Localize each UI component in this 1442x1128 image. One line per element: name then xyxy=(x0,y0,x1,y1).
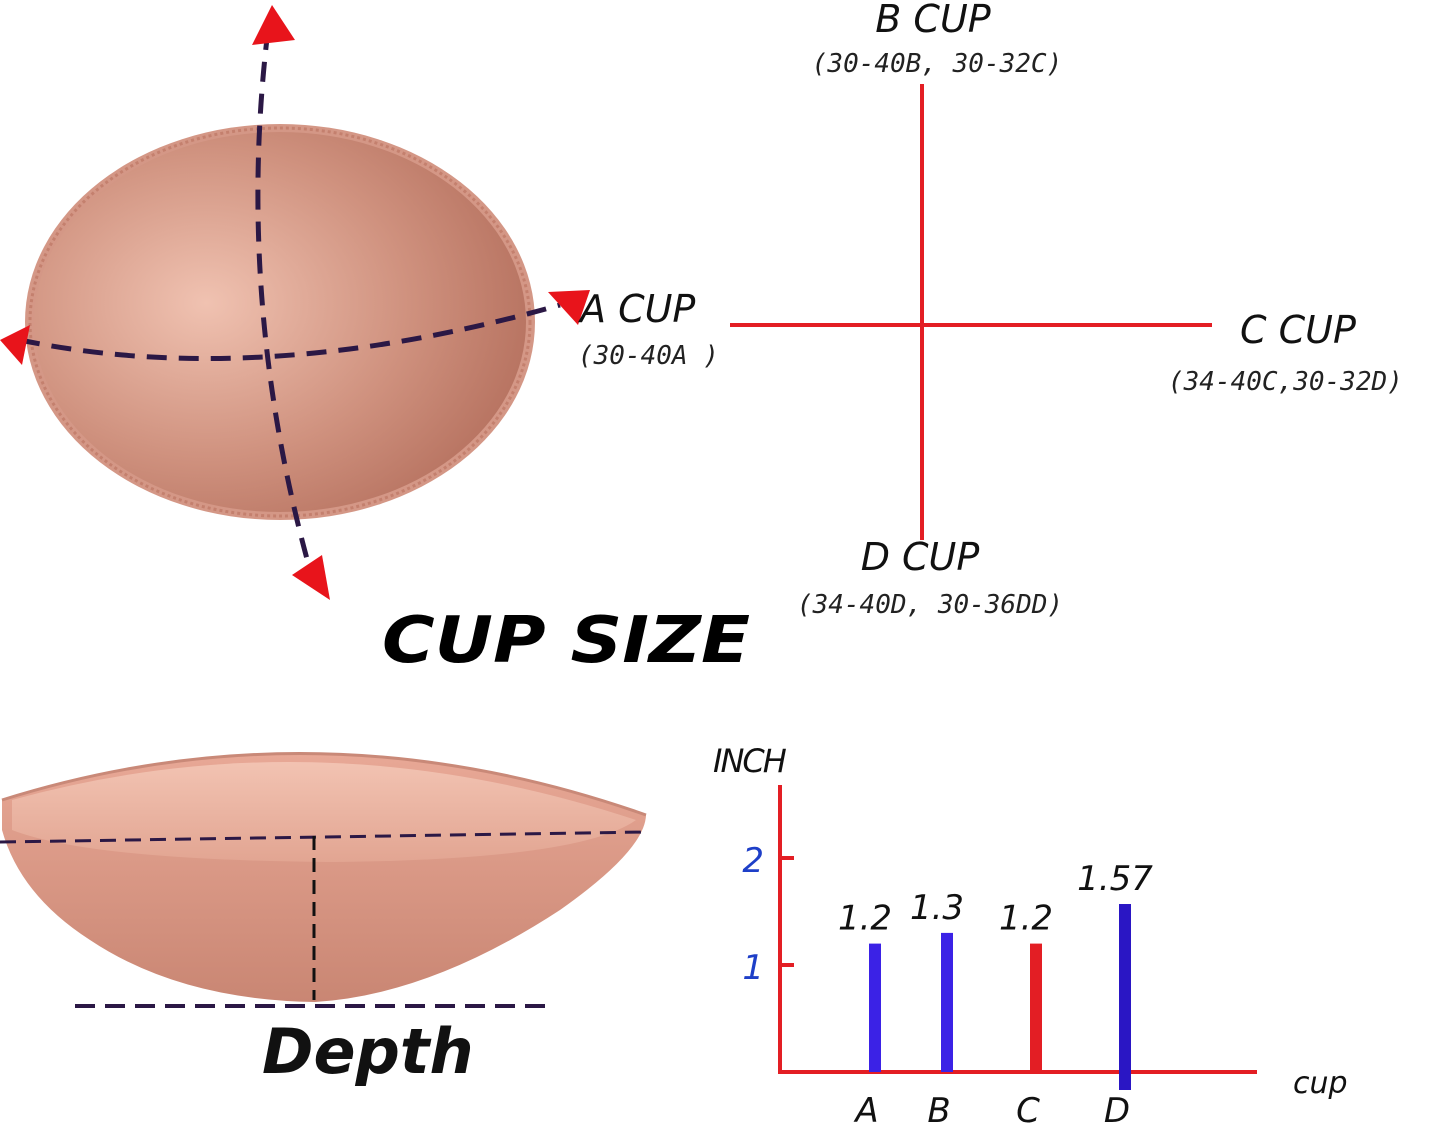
x-axis-label: cup xyxy=(1293,1066,1348,1101)
arrow-right-icon xyxy=(548,290,590,325)
c-cup-sizes: (34-40C,30-32D) xyxy=(1168,367,1403,397)
depth-bar-chart: INCH cup 1 2 1.2A 1.3B 1.2C 1.57D xyxy=(713,742,1348,1128)
x-tick-label-a: A xyxy=(853,1091,878,1128)
cup-pad-front-image xyxy=(25,124,535,520)
a-cup-label: A CUP xyxy=(577,287,695,331)
b-cup-label: B CUP xyxy=(875,0,990,41)
bar-a xyxy=(869,943,881,1072)
a-cup-sizes: (30-40A ) xyxy=(578,341,719,371)
cup-pad-side-image xyxy=(1,751,647,1002)
bar-value-label-d: 1.57 xyxy=(1077,859,1153,899)
page-title: CUP SIZE xyxy=(382,604,750,678)
arrow-down-icon xyxy=(292,555,330,600)
depth-measure-lines xyxy=(0,830,646,1008)
bar-value-label-b: 1.3 xyxy=(910,888,964,928)
bar-value-label-c: 1.2 xyxy=(999,899,1053,939)
x-tick-label-c: C xyxy=(1016,1091,1040,1128)
d-cup-sizes: (34-40D, 30-36DD) xyxy=(797,590,1063,620)
arrow-up-icon xyxy=(252,5,295,45)
cup-cross-diagram xyxy=(730,84,1212,540)
c-cup-label: C CUP xyxy=(1240,308,1356,352)
y-axis-label: INCH xyxy=(713,742,787,780)
bar-b xyxy=(941,932,953,1072)
bar-c xyxy=(1030,943,1042,1072)
x-tick-label-d: D xyxy=(1104,1091,1130,1128)
cup-pad-measure-lines xyxy=(19,29,561,571)
bar-value-label-a: 1.2 xyxy=(838,899,892,939)
d-cup-label: D CUP xyxy=(861,535,980,579)
arrow-left-icon xyxy=(0,325,30,365)
b-cup-sizes: (30-40B, 30-32C) xyxy=(812,49,1062,79)
y-tick-label-2: 2 xyxy=(742,841,764,881)
depth-label: Depth xyxy=(262,1015,474,1088)
bar-d xyxy=(1119,904,1131,1090)
y-tick-label-1: 1 xyxy=(742,948,764,988)
x-tick-label-b: B xyxy=(927,1091,950,1128)
